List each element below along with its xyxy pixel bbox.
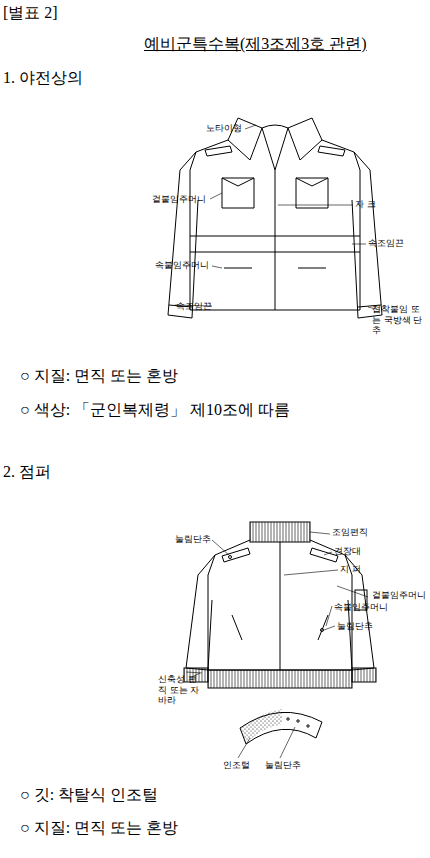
part-label: 견장대 <box>334 546 361 557</box>
inner-neck <box>262 125 288 128</box>
snap-button <box>307 725 309 727</box>
zipper <box>275 170 276 310</box>
spec-note: ○ 색상: 「군인복제령」 제10조에 따름 <box>20 400 290 419</box>
part-label: 겉붙임주머니 <box>152 194 206 205</box>
lower-pocket <box>224 268 326 269</box>
part-label: 인조털 <box>223 760 250 771</box>
snap-button <box>297 720 299 722</box>
part-label: 눌림단추 <box>175 534 211 545</box>
part-label: 자 크 <box>355 199 376 210</box>
rib-collar <box>250 522 310 542</box>
part-label: 신축성 편직 또는 자바라 <box>158 674 204 706</box>
field-jacket <box>168 118 382 318</box>
part-label: 속조임끈 <box>176 301 212 312</box>
part-label: 눌림단추 <box>337 621 373 632</box>
part-label: 조임편직 <box>332 527 368 538</box>
section-heading: 2. 점퍼 <box>3 462 51 481</box>
left-sleeve <box>168 152 198 318</box>
jacket-body <box>190 140 360 310</box>
leader-line <box>238 727 295 758</box>
shoulder-strap <box>205 146 345 156</box>
rib-cuff <box>352 668 376 682</box>
spec-note: ○ 지질: 면직 또는 혼방 <box>20 366 178 385</box>
jumper-body <box>208 540 352 670</box>
title: 예비군특수복(제3조제3호 관련) <box>144 34 367 53</box>
slant-pocket <box>232 615 328 640</box>
fur-area <box>241 709 282 743</box>
snap-button <box>321 629 324 632</box>
right-sleeve <box>352 152 382 318</box>
part-label: 접착붙임 또는 국방색 단추 <box>372 304 426 336</box>
zipper <box>280 542 281 670</box>
left-sleeve <box>186 555 215 670</box>
spec-note: ○ 지질: 면직 또는 혼방 <box>20 818 178 837</box>
snap-button <box>229 556 232 559</box>
collar <box>228 118 322 170</box>
part-label: 노타이형 <box>206 123 242 134</box>
waist-band <box>190 236 360 252</box>
rib-waist <box>208 670 352 688</box>
section-heading: 1. 야전상의 <box>3 68 83 87</box>
part-label: 속붙임주머니 <box>155 260 209 271</box>
chest-pocket <box>222 178 328 208</box>
spec-note: ○ 깃: 착탈식 인조털 <box>20 785 158 804</box>
part-label: 겉붙임주머니 <box>372 590 426 601</box>
part-label: 지 퍼 <box>340 564 361 575</box>
part-label: 속조임끈 <box>368 238 404 249</box>
part-label: 속붙임주머니 <box>334 602 388 613</box>
table-tag: [별표 2] <box>3 3 58 22</box>
jumper <box>184 522 376 758</box>
snap-button <box>287 718 289 720</box>
part-label: 눌림단추 <box>265 760 301 771</box>
leader-line <box>175 125 380 310</box>
